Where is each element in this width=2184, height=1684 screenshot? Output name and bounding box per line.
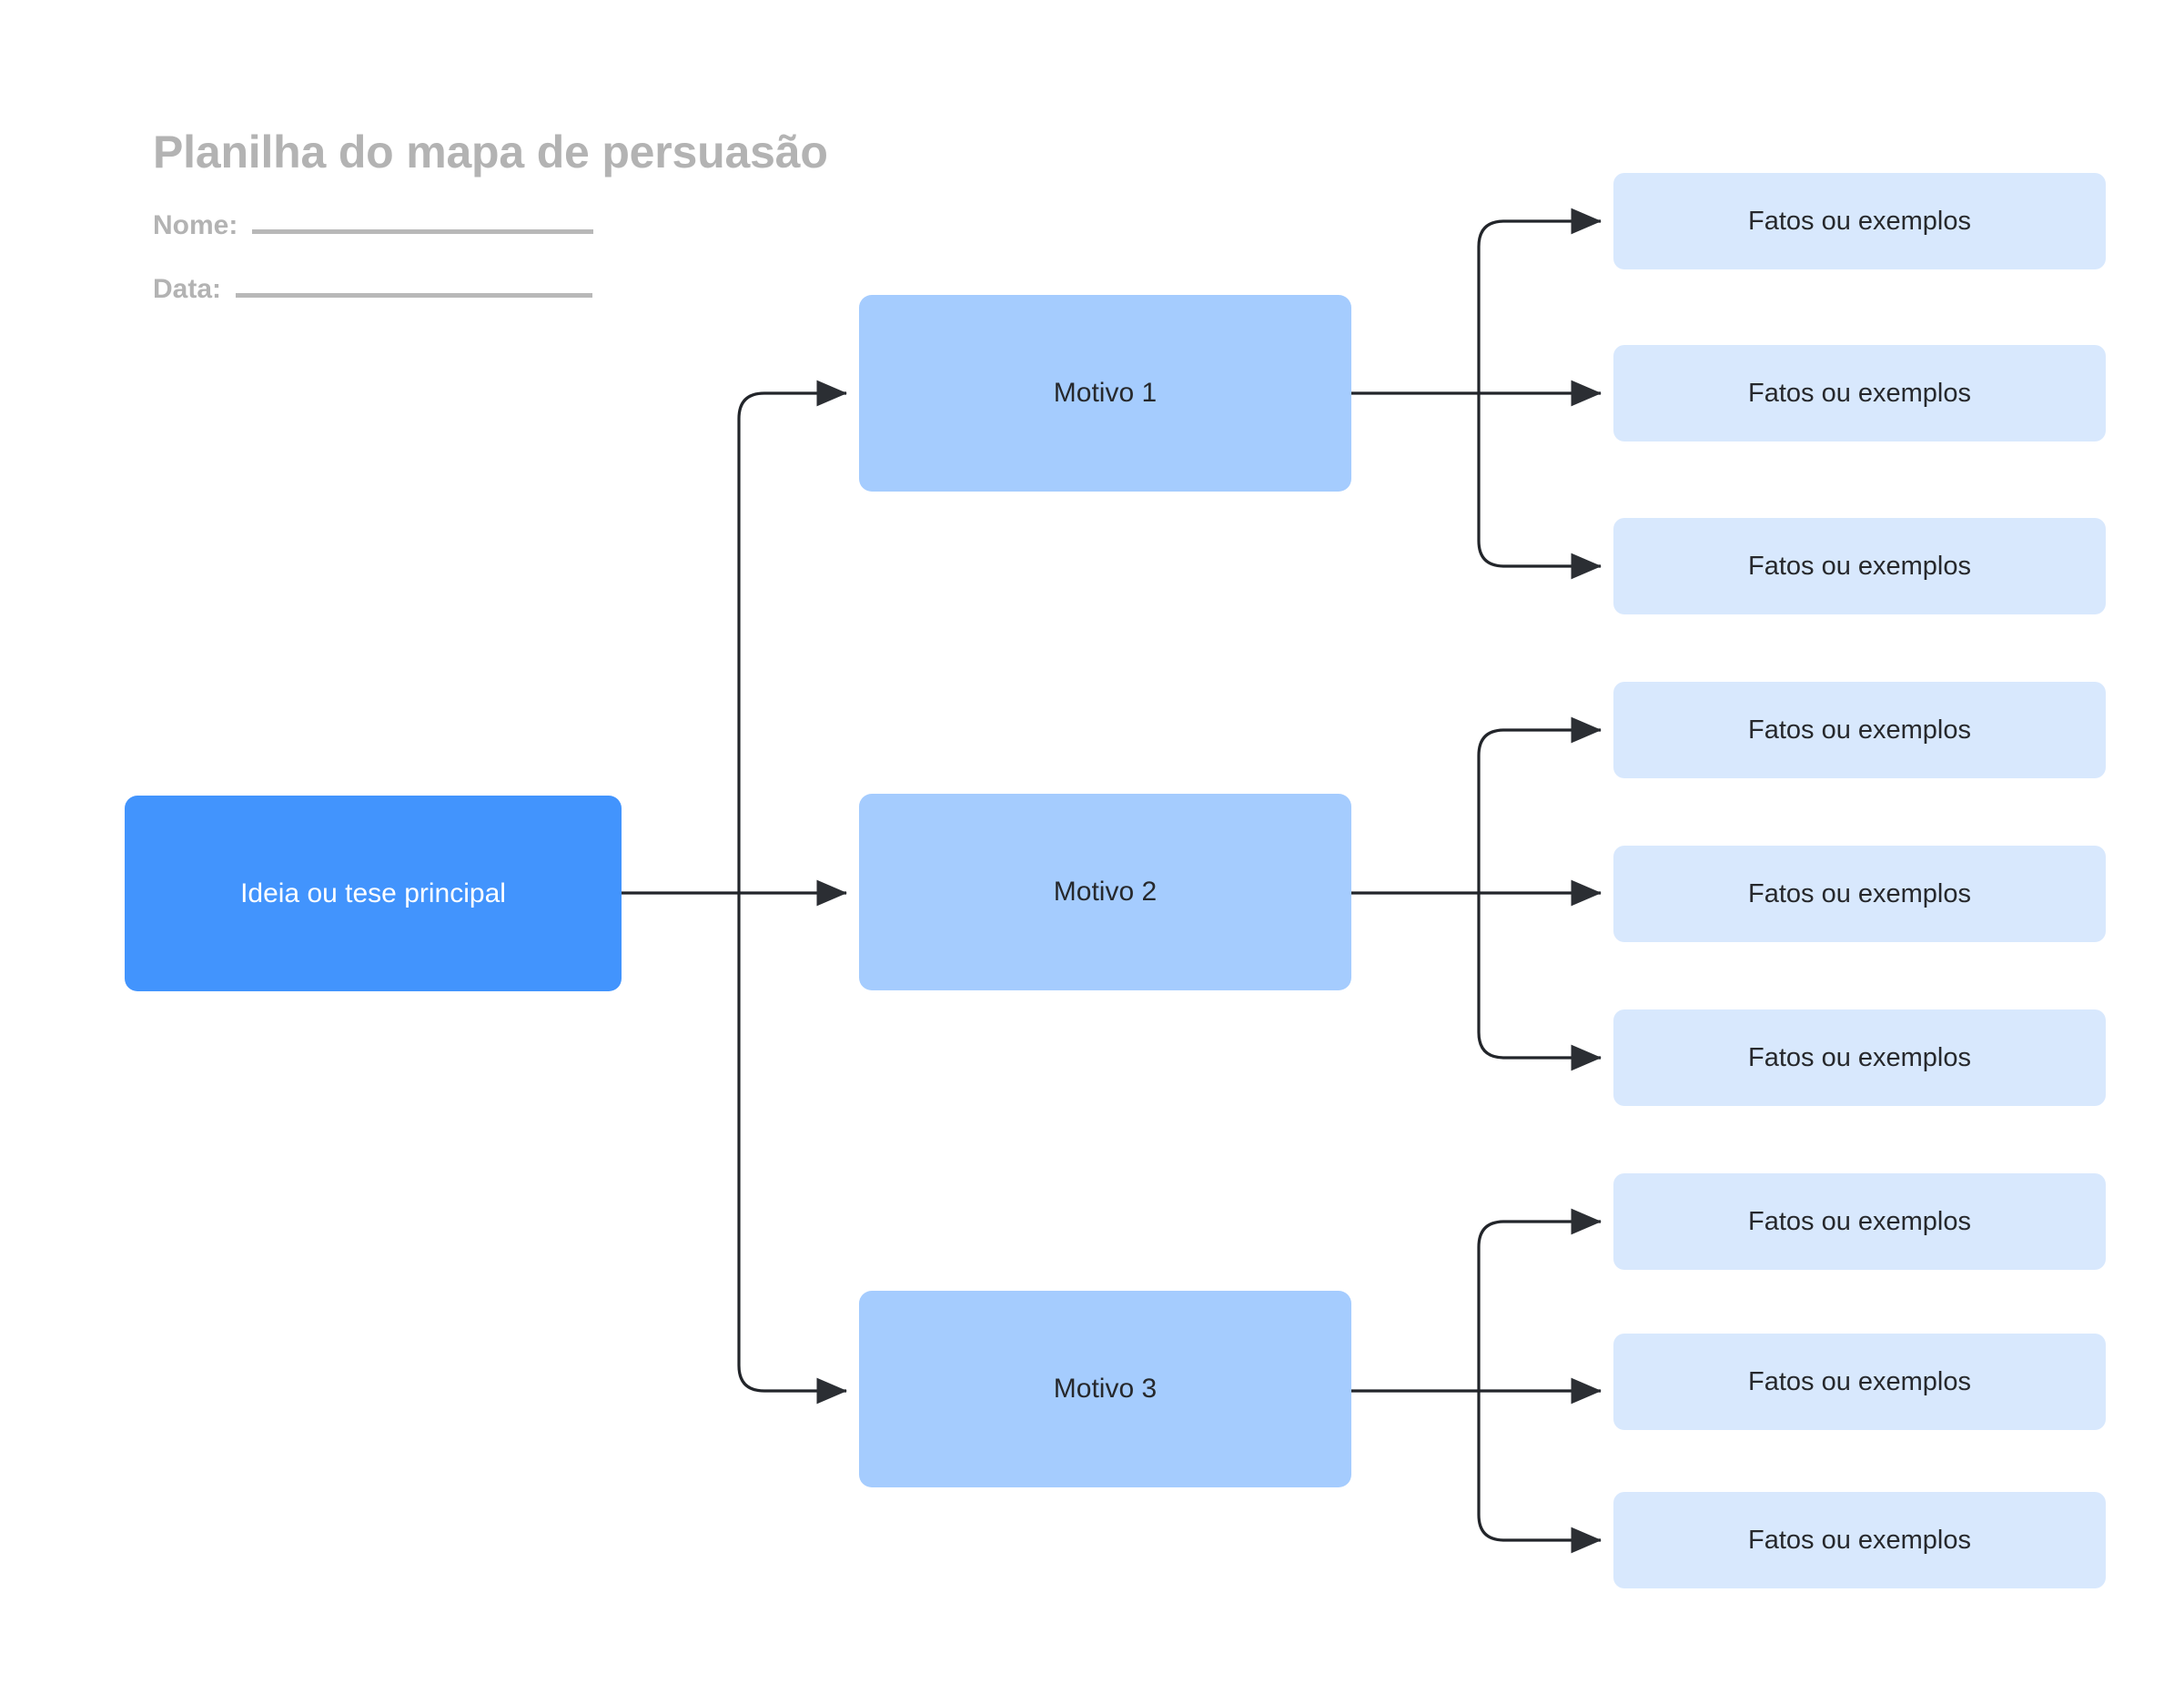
node-reason-2[interactable]: Motivo 2 xyxy=(859,794,1351,990)
worksheet-header: Planilha do mapa de persuasão Nome: Data… xyxy=(153,127,828,305)
wire-reason-2-to-fact-1 xyxy=(1477,716,1602,893)
node-reason-1-label: Motivo 1 xyxy=(1053,378,1158,408)
node-fact-1-1-label: Fatos ou exemplos xyxy=(1747,206,1971,236)
wire-reason-1-to-fact-1 xyxy=(1477,208,1602,393)
node-reason-3[interactable]: Motivo 3 xyxy=(859,1291,1351,1487)
node-fact-3-3[interactable]: Fatos ou exemplos xyxy=(1613,1492,2106,1588)
wire-reason-1-to-fact-3 xyxy=(1477,393,1602,580)
node-fact-3-1[interactable]: Fatos ou exemplos xyxy=(1613,1173,2106,1270)
node-fact-1-2-label: Fatos ou exemplos xyxy=(1747,378,1971,408)
node-reason-1[interactable]: Motivo 1 xyxy=(859,295,1351,492)
node-reason-3-label: Motivo 3 xyxy=(1053,1374,1158,1404)
node-fact-3-3-label: Fatos ou exemplos xyxy=(1747,1525,1971,1555)
wire-reason-2-to-fact-3 xyxy=(1477,893,1602,1071)
field-nome[interactable]: Nome: xyxy=(153,210,828,241)
node-fact-2-2-label: Fatos ou exemplos xyxy=(1747,878,1971,908)
field-nome-label: Nome: xyxy=(153,210,238,240)
node-thesis[interactable]: Ideia ou tese principal xyxy=(125,796,622,991)
field-data-input[interactable] xyxy=(236,292,593,298)
node-fact-2-2[interactable]: Fatos ou exemplos xyxy=(1613,846,2106,942)
wire-root-to-reason-1 xyxy=(737,380,847,893)
node-fact-1-3[interactable]: Fatos ou exemplos xyxy=(1613,518,2106,614)
node-thesis-label: Ideia ou tese principal xyxy=(240,878,506,908)
node-fact-2-1-label: Fatos ou exemplos xyxy=(1747,715,1971,745)
field-nome-input[interactable] xyxy=(252,228,594,234)
field-data[interactable]: Data: xyxy=(153,274,828,305)
wire-reason-3-to-fact-3 xyxy=(1477,1391,1602,1554)
node-fact-3-2[interactable]: Fatos ou exemplos xyxy=(1613,1334,2106,1430)
field-data-label: Data: xyxy=(153,274,222,304)
node-reason-2-label: Motivo 2 xyxy=(1053,877,1158,907)
node-fact-1-3-label: Fatos ou exemplos xyxy=(1747,551,1971,581)
node-fact-1-2[interactable]: Fatos ou exemplos xyxy=(1613,345,2106,441)
page-title: Planilha do mapa de persuasão xyxy=(153,127,828,178)
node-fact-2-3[interactable]: Fatos ou exemplos xyxy=(1613,1009,2106,1106)
wire-reason-3-to-fact-1 xyxy=(1477,1208,1602,1391)
wire-root-to-reason-3 xyxy=(737,893,847,1405)
node-fact-3-1-label: Fatos ou exemplos xyxy=(1747,1206,1971,1236)
node-fact-2-1[interactable]: Fatos ou exemplos xyxy=(1613,682,2106,778)
node-fact-1-1[interactable]: Fatos ou exemplos xyxy=(1613,173,2106,269)
node-fact-3-2-label: Fatos ou exemplos xyxy=(1747,1366,1971,1396)
node-fact-2-3-label: Fatos ou exemplos xyxy=(1747,1042,1971,1072)
